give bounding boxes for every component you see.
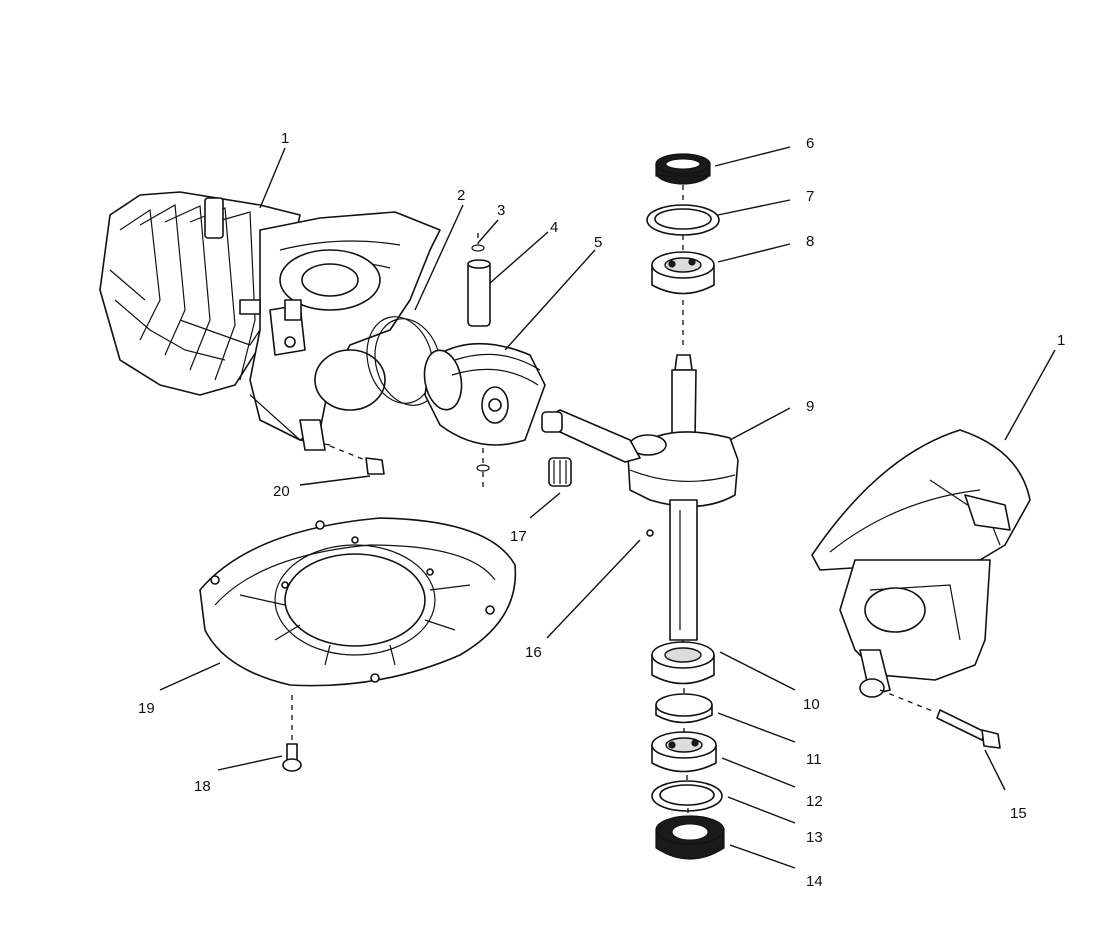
callout-1-left: 1 — [281, 130, 289, 147]
callout-19: 19 — [138, 700, 155, 717]
part-retaining-ring-bottom — [651, 780, 723, 812]
callout-11: 11 — [806, 751, 822, 768]
part-plug-20 — [329, 445, 385, 475]
callout-15: 15 — [1010, 805, 1027, 822]
part-clip — [471, 233, 490, 490]
part-key — [646, 529, 654, 537]
part-oil-seal-top — [655, 153, 711, 185]
callout-4: 4 — [550, 219, 558, 236]
part-wrist-pin — [467, 259, 491, 327]
callout-5: 5 — [594, 234, 602, 251]
part-connecting-rod — [541, 409, 641, 463]
part-piston — [423, 342, 546, 446]
part-cage — [655, 693, 713, 724]
part-screw-18 — [282, 695, 302, 772]
callout-labels: 1 2 3 4 5 6 7 8 9 1 10 11 12 13 14 15 16… — [138, 130, 1065, 890]
part-bearing-top — [651, 251, 715, 295]
part-oil-seal-bottom — [655, 815, 725, 860]
callout-14: 14 — [806, 873, 823, 890]
callout-8: 8 — [806, 233, 814, 250]
callout-1-right: 1 — [1057, 332, 1065, 349]
leader-lines — [159, 146, 1056, 869]
callout-2: 2 — [457, 187, 465, 204]
callout-16: 16 — [525, 644, 542, 661]
part-flange-plate — [199, 517, 517, 687]
callout-12: 12 — [806, 793, 823, 810]
callout-7: 7 — [806, 188, 814, 205]
part-bolt-15 — [879, 689, 1001, 749]
part-crankcase-half-right — [811, 429, 1031, 698]
callout-18: 18 — [194, 778, 211, 795]
callout-9: 9 — [806, 398, 814, 415]
callout-10: 10 — [803, 696, 820, 713]
callout-20: 20 — [273, 483, 290, 500]
part-retaining-ring-top — [646, 204, 720, 236]
callout-17: 17 — [510, 528, 527, 545]
part-bearing-main — [651, 731, 717, 773]
part-crankshaft — [627, 354, 739, 641]
callout-6: 6 — [806, 135, 814, 152]
part-crankcase-cylinder — [99, 191, 441, 451]
part-needle-bearing — [548, 457, 572, 487]
callout-3: 3 — [497, 202, 505, 219]
part-bearing-lower — [651, 641, 715, 685]
callout-13: 13 — [806, 829, 823, 846]
